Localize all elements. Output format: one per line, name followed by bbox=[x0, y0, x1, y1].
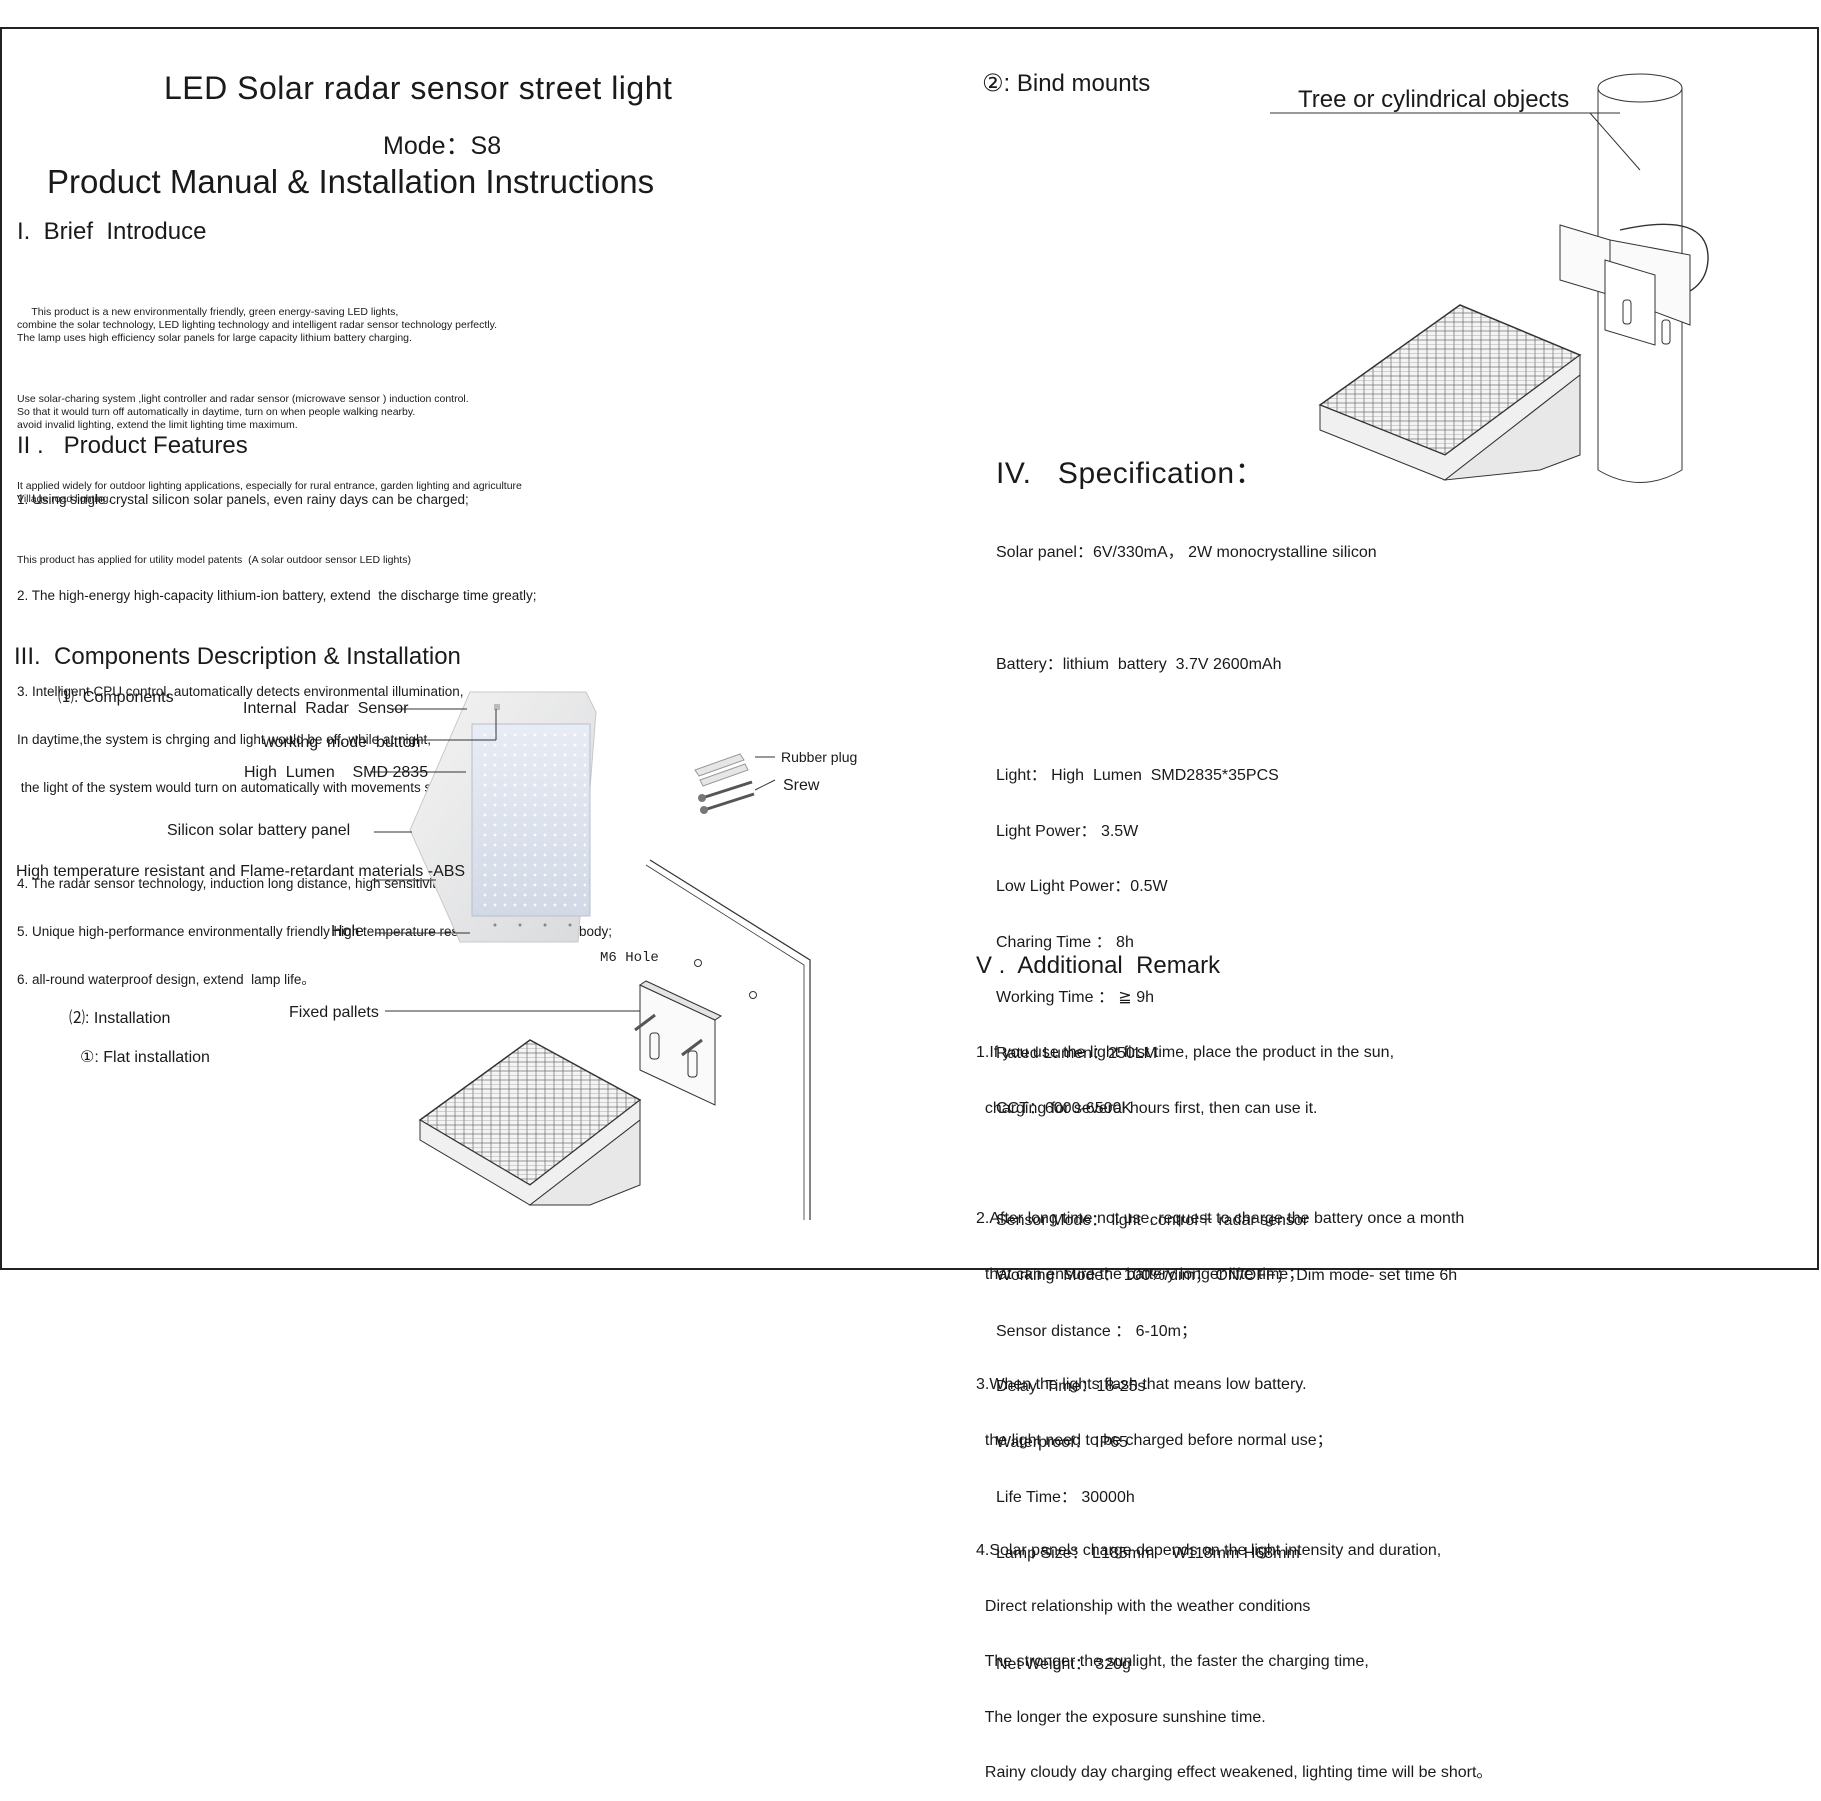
spec-battery: Battery：lithium battery 3.7V 2600mAh bbox=[996, 655, 1282, 673]
remark-line: 2.After long time not use, request to ch… bbox=[976, 1210, 1465, 1227]
intro-paragraph: This product is a new environmentally fr… bbox=[17, 306, 497, 344]
leader-lines bbox=[370, 112, 1641, 1012]
model-label: Mode：S8 bbox=[383, 132, 502, 160]
flat-installation-drawing: M6 Hole bbox=[418, 859, 811, 1220]
label-abs-material: High temperature resistant and Flame-ret… bbox=[16, 863, 466, 880]
label-mode-button: working mode button bbox=[263, 734, 421, 751]
lamp-illustration bbox=[409, 691, 597, 943]
label-rubber-plug: Rubber plug bbox=[781, 749, 858, 765]
remark-line: charging for several hours first, then c… bbox=[976, 1099, 1318, 1117]
label-solar-panel: Silicon solar battery panel bbox=[167, 822, 351, 839]
page-frame bbox=[0, 27, 1819, 1270]
components-label: ⑴: Components bbox=[58, 689, 174, 706]
remark-line: 3.When the lights flash that means low b… bbox=[976, 1376, 1307, 1393]
intro-paragraph: It applied widely for outdoor lighting a… bbox=[17, 480, 522, 505]
label-tree-objects: Tree or cylindrical objects bbox=[1298, 86, 1570, 113]
label-fixed-pallets: Fixed pallets bbox=[289, 1004, 379, 1021]
intro-paragraph: Use solar-charing system ,light controll… bbox=[17, 393, 469, 431]
section-product-features: II . Product Features bbox=[17, 432, 248, 459]
spec-working-time: Working Time ： ≧ 9h bbox=[996, 989, 1155, 1006]
remark-line: Direct relationship with the weather con… bbox=[976, 1597, 1311, 1615]
section-components: III. Components Description & Installati… bbox=[14, 643, 461, 670]
remark-line: the light need to be charged before norm… bbox=[976, 1431, 1333, 1449]
remark-line: that can ensure the battery longer lifte… bbox=[976, 1265, 1305, 1283]
label-m6-hole: M6 Hole bbox=[600, 950, 659, 966]
label-radar-sensor: Internal Radar Sensor bbox=[243, 700, 409, 717]
label-high-lumen: High Lumen SMD 2835 bbox=[244, 764, 429, 781]
spec-cct: CCT：6000-6500K bbox=[996, 1100, 1133, 1117]
remarks-list: 1.If you use the light first time, place… bbox=[976, 1007, 1492, 1801]
remark-line: The stronger the sunlight, the faster th… bbox=[976, 1653, 1369, 1670]
bind-mounts-label: ②: Bind mounts bbox=[982, 70, 1151, 97]
section-brief-introduce: I. Brief Introduce bbox=[17, 218, 207, 245]
remark-line: 1.If you use the light first time, place… bbox=[976, 1044, 1395, 1061]
feature-item: 4. The radar sensor technology, inductio… bbox=[17, 876, 447, 891]
label-hole: Hole bbox=[331, 923, 364, 940]
spec-rated-lumen: Rated Lumen：250LM bbox=[996, 1044, 1157, 1062]
spec-sensor-mode: Sensor Mode： light control＋ radar sensor bbox=[996, 1211, 1309, 1229]
feature-item: 6. all-round waterproof design, extend l… bbox=[17, 972, 315, 987]
spec-low-light-power: Low Light Power：0.5W bbox=[996, 878, 1168, 895]
spec-solar-panel: Solar panel：6V/330mA， 2W monocrystalline… bbox=[996, 544, 1377, 561]
remark-line: 4.Solar panels charge depends on the lig… bbox=[976, 1542, 1442, 1559]
intro-paragraph: This product has applied for utility mod… bbox=[17, 554, 411, 566]
remark-line: Rainy cloudy day charging effect weakene… bbox=[976, 1764, 1493, 1781]
section-additional-remark: V . Additional Remark bbox=[976, 952, 1221, 979]
feature-item: In daytime,the system is chrging and lig… bbox=[17, 732, 431, 747]
flat-installation-label: ①: Flat installation bbox=[80, 1049, 210, 1066]
label-screw: Srew bbox=[783, 777, 820, 794]
manual-title: Product Manual & Installation Instructio… bbox=[47, 163, 655, 200]
spec-light: Light： High Lumen SMD2835*35PCS bbox=[996, 767, 1279, 784]
rubber-plug-screw-illustration bbox=[694, 753, 755, 814]
section-specification: IV. Specification： bbox=[996, 457, 1266, 490]
bind-mount-drawing bbox=[1318, 73, 1709, 483]
spec-light-power: Light Power： 3.5W bbox=[996, 822, 1139, 840]
spec-charging-time: Charing Time ： 8h bbox=[996, 933, 1134, 951]
remark-line: The longer the exposure sunshine time. bbox=[976, 1708, 1266, 1726]
feature-item: 1. Using single crystal silicon solar pa… bbox=[17, 492, 469, 507]
page-title: LED Solar radar sensor street light bbox=[164, 70, 673, 106]
installation-label: ⑵: Installation bbox=[69, 1010, 171, 1027]
features-list: 1. Using single crystal silicon solar pa… bbox=[17, 460, 612, 1004]
feature-item: 2. The high-energy high-capacity lithium… bbox=[17, 588, 537, 603]
intro-text: This product is a new environmentally fr… bbox=[17, 270, 522, 597]
feature-item: 3. Intelligent CPU control, automaticall… bbox=[17, 684, 464, 699]
